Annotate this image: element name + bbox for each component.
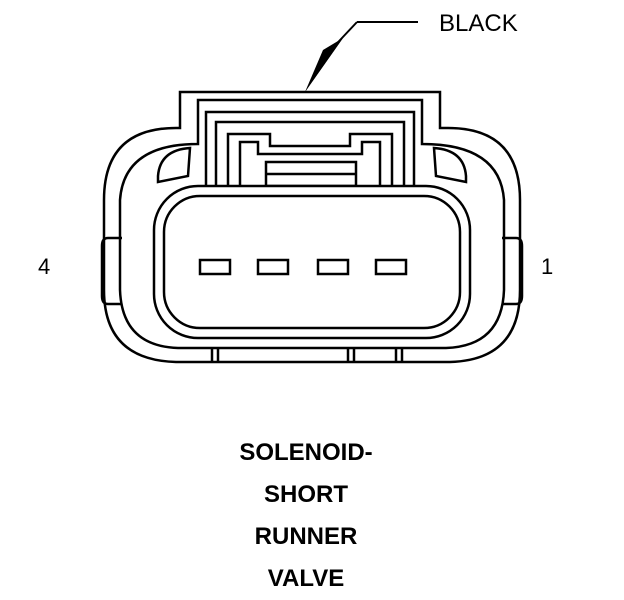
inner-shell [118, 98, 506, 350]
title-line-3: RUNNER [254, 523, 358, 550]
title-line-2: SHORT [264, 481, 348, 508]
right-shoulder-slot [432, 146, 468, 184]
lock-tab-inner-frame [214, 120, 406, 190]
lock-tab-step-inner [238, 140, 382, 190]
connector-body [102, 90, 522, 364]
pin-slot-3 [256, 258, 290, 276]
pin-slots [198, 258, 408, 276]
shoulder-slots [156, 146, 468, 184]
pin-slot-2 [316, 258, 350, 276]
leader-arrowhead-side [305, 38, 343, 92]
color-leader [305, 21, 418, 92]
left-shoulder-slot [156, 146, 192, 184]
outer-shell [102, 90, 522, 364]
component-title: SOLENOID- SHORT RUNNER VALVE [0, 432, 612, 600]
wire-color-label: BLACK [439, 10, 518, 37]
lock-tab-step [226, 132, 394, 190]
title-line-4: VALVE [267, 565, 345, 592]
pin-number-left: 4 [38, 254, 51, 279]
pin-number-right: 1 [541, 254, 554, 279]
pin-slot-4 [198, 258, 232, 276]
title-line-1: SOLENOID- [239, 439, 373, 466]
lock-tab-frame [204, 110, 416, 190]
pin-slot-1 [374, 258, 408, 276]
mating-cavity [152, 184, 472, 340]
cavity-inner [162, 194, 462, 330]
lock-tab [204, 110, 416, 190]
side-latches [100, 236, 524, 306]
